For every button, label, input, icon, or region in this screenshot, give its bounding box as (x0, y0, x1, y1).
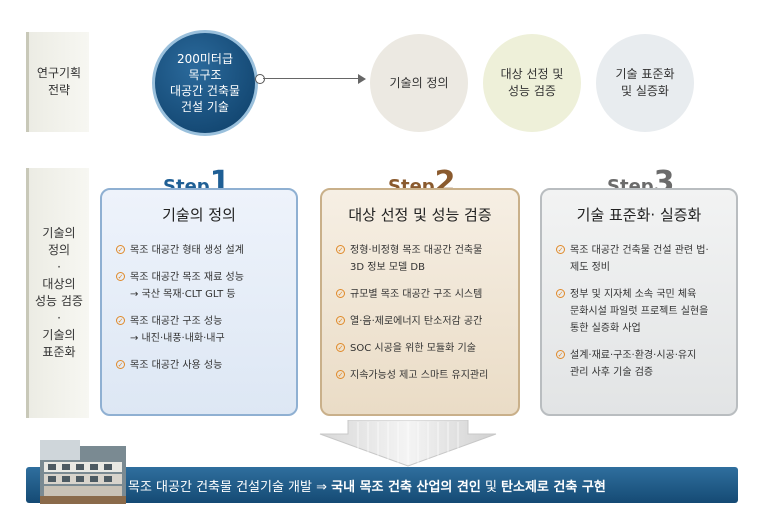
connector-line (263, 78, 363, 79)
check-icon: ✓ (116, 272, 125, 281)
list-item: ✓목조 대공간 목조 재료 성능 → 국산 목재·CLT GLT 등 (116, 272, 244, 300)
list-item: ✓정부 및 지자체 소속 국민 체육 문화시설 파일럿 프로젝트 실현을 통한 … (556, 289, 709, 334)
step3-box: 기술 표준화· 실증화 ✓목조 대공간 건축물 건설 관련 법· 제도 정비 ✓… (540, 188, 738, 416)
check-icon: ✓ (556, 245, 565, 254)
strategy-label: 연구기획 전략 (26, 32, 89, 132)
list-item: ✓목조 대공간 사용 성능 (116, 360, 223, 371)
list-item: ✓규모별 목조 대공간 구조 시스템 (336, 289, 483, 300)
list-item: ✓설계·재료·구조·환경·시공·유지 관리 사후 기술 검증 (556, 350, 697, 378)
list-item: ✓목조 대공간 건축물 건설 관련 법· 제도 정비 (556, 245, 709, 273)
conclusion-text: 목조 대공간 건축물 건설기술 개발 ⇒ 국내 목조 건축 산업의 견인 및 탄… (128, 480, 606, 495)
check-icon: ✓ (116, 245, 125, 254)
list-item: ✓목조 대공간 구조 성능 → 내진·내풍·내화·내구 (116, 316, 225, 344)
check-icon: ✓ (336, 316, 345, 325)
step1-box: 기술의 정의 ✓목조 대공간 형태 생성 설계 ✓목조 대공간 목조 재료 성능… (100, 188, 298, 416)
list-item: ✓열·음·제로에너지 탄소저감 공간 (336, 316, 483, 327)
conclusion-banner (26, 467, 738, 503)
main-goal-circle: 200미터급 목구조 대공간 건축물 건설 기술 (152, 30, 258, 136)
connector-dot (255, 74, 265, 84)
check-icon: ✓ (116, 316, 125, 325)
list-item: ✓정형·비정형 목조 대공간 건축물 3D 정보 모델 DB (336, 245, 483, 273)
check-icon: ✓ (336, 370, 345, 379)
check-icon: ✓ (336, 245, 345, 254)
step1-title: 기술의 정의 (162, 206, 236, 224)
process-label: 기술의 정의 · 대상의 성능 검증 · 기술의 표준화 (26, 168, 89, 418)
list-item: ✓SOC 시공을 위한 모듈화 기술 (336, 343, 476, 354)
check-icon: ✓ (336, 289, 345, 298)
step2-box: 대상 선정 및 성능 검증 ✓정형·비정형 목조 대공간 건축물 3D 정보 모… (320, 188, 520, 416)
goal-selection: 대상 선정 및 성능 검증 (483, 34, 581, 132)
check-icon: ✓ (556, 289, 565, 298)
step2-title: 대상 선정 및 성능 검증 (348, 206, 492, 224)
check-icon: ✓ (116, 360, 125, 369)
list-item: ✓지속가능성 제고 스마트 유지관리 (336, 370, 489, 381)
building-image (40, 440, 126, 504)
arrow-right-icon (358, 74, 366, 84)
check-icon: ✓ (336, 343, 345, 352)
check-icon: ✓ (556, 350, 565, 359)
goal-definition: 기술의 정의 (370, 34, 468, 132)
arrow-down-icon (319, 420, 497, 467)
step3-title: 기술 표준화· 실증화 (576, 206, 702, 224)
list-item: ✓목조 대공간 형태 생성 설계 (116, 245, 244, 256)
goal-standardization: 기술 표준화 및 실증화 (596, 34, 694, 132)
